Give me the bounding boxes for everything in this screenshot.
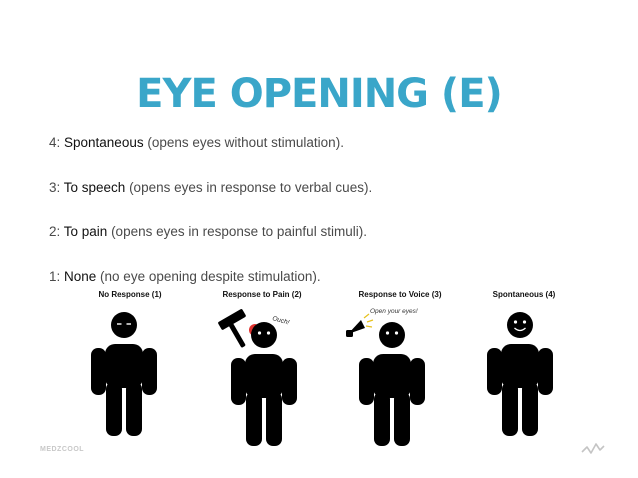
item-prefix: 3: bbox=[49, 179, 64, 195]
figure-response-to-voice: Response to Voice (3) Open your eyes! bbox=[346, 290, 442, 446]
figure-body bbox=[231, 354, 297, 446]
figure-head bbox=[507, 312, 533, 338]
figure-label: Spontaneous (4) bbox=[493, 290, 556, 299]
pain-bubble: Ouch! bbox=[271, 315, 290, 326]
item-prefix: 2: bbox=[49, 224, 64, 239]
list-item: 3: To speech (opens eyes in response to … bbox=[49, 178, 629, 198]
list-item: 2: To pain (opens eyes in response to pa… bbox=[49, 222, 629, 242]
figure-spontaneous: Spontaneous (4) bbox=[487, 290, 556, 436]
slide-title: EYE OPENING (E) bbox=[136, 71, 503, 117]
open-eye bbox=[394, 331, 399, 335]
item-term: Spontaneous bbox=[64, 135, 144, 150]
item-desc: (opens eyes in response to verbal cues). bbox=[125, 179, 373, 195]
item-prefix: 4: bbox=[49, 135, 65, 150]
footer-brand: MEDZCOOL bbox=[40, 446, 85, 453]
figure-no-response: No Response (1) bbox=[91, 290, 162, 436]
megaphone-icon bbox=[346, 313, 374, 337]
figure-response-to-pain: Response to Pain (2) Ouch! bbox=[218, 290, 302, 446]
item-desc: (no eye opening despite stimulation). bbox=[96, 268, 321, 284]
figure-head bbox=[251, 322, 277, 348]
open-eye bbox=[385, 331, 390, 335]
item-term: To pain bbox=[63, 224, 108, 239]
figure-body bbox=[359, 354, 425, 446]
figure-label: Response to Voice (3) bbox=[359, 290, 442, 299]
list-item: 1: None (no eye opening despite stimulat… bbox=[49, 267, 629, 287]
figure-label: Response to Pain (2) bbox=[222, 290, 301, 299]
open-eye bbox=[257, 331, 262, 335]
figure-body bbox=[487, 344, 553, 436]
open-eye bbox=[266, 331, 271, 335]
figure-label: No Response (1) bbox=[98, 290, 161, 299]
item-desc: (opens eyes in response to painful stimu… bbox=[107, 224, 367, 239]
smile bbox=[514, 327, 526, 332]
list-item: 4: Spontaneous (opens eyes without stimu… bbox=[49, 133, 629, 153]
medzcool-logo-icon bbox=[581, 443, 605, 454]
figure-head bbox=[111, 312, 137, 338]
figure-body bbox=[91, 344, 157, 436]
item-desc: (opens eyes without stimulation). bbox=[143, 135, 344, 150]
open-eye bbox=[513, 320, 518, 324]
figures-illustration: No Response (1) Response to Pain (2) Ouc… bbox=[91, 290, 605, 454]
item-term: None bbox=[64, 268, 97, 284]
item-prefix: 1: bbox=[49, 268, 65, 284]
voice-bubble: Open your eyes! bbox=[370, 308, 418, 315]
scale-list: 4: Spontaneous (opens eyes without stimu… bbox=[49, 133, 629, 311]
item-term: To speech bbox=[63, 179, 126, 195]
hammer-icon bbox=[218, 309, 246, 348]
open-eye bbox=[522, 320, 527, 324]
figure-head bbox=[379, 322, 405, 348]
